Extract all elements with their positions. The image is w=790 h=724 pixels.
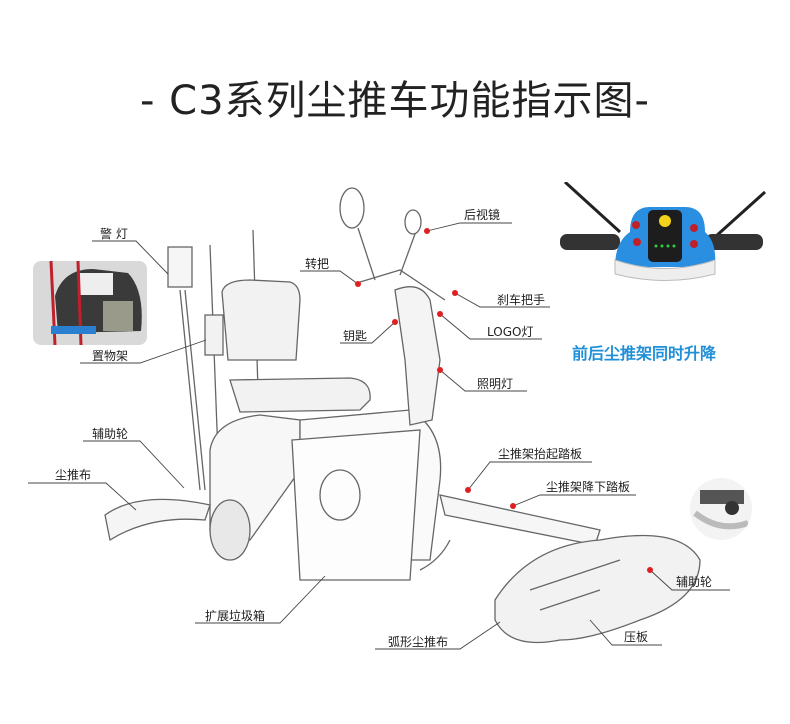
label-extended-bin: 扩展垃圾箱 xyxy=(205,609,266,623)
aux-wheel-photo xyxy=(690,478,752,540)
label-lift-pedal: 尘推架抬起踏板 xyxy=(498,447,583,461)
label-dust-mop-left: 尘推布 xyxy=(55,468,92,482)
label-aux-wheel-left: 辅助轮 xyxy=(92,427,129,441)
label-brake-lever: 刹车把手 xyxy=(497,293,546,307)
label-headlight: 照明灯 xyxy=(477,377,514,391)
label-logo-light: LOGO灯 xyxy=(487,325,534,339)
label-rear-mirror: 后视镜 xyxy=(464,208,501,222)
label-arc-dust-mop: 弧形尘推布 xyxy=(388,635,449,649)
storage-rack-photo xyxy=(33,261,147,345)
label-press-plate: 压板 xyxy=(624,630,649,644)
label-storage-rack: 置物架 xyxy=(92,349,129,363)
feature-caption: 前后尘推架同时升降 xyxy=(572,344,717,363)
label-aux-wheel-right: 辅助轮 xyxy=(676,575,713,589)
label-lower-pedal: 尘推架降下踏板 xyxy=(546,480,631,494)
page-title: - C3系列尘推车功能指示图- xyxy=(140,78,650,124)
label-throttle: 转把 xyxy=(305,257,330,271)
label-warning-light: 警 灯 xyxy=(100,227,128,241)
label-key: 钥匙 xyxy=(343,329,368,343)
console-photo xyxy=(555,182,770,290)
